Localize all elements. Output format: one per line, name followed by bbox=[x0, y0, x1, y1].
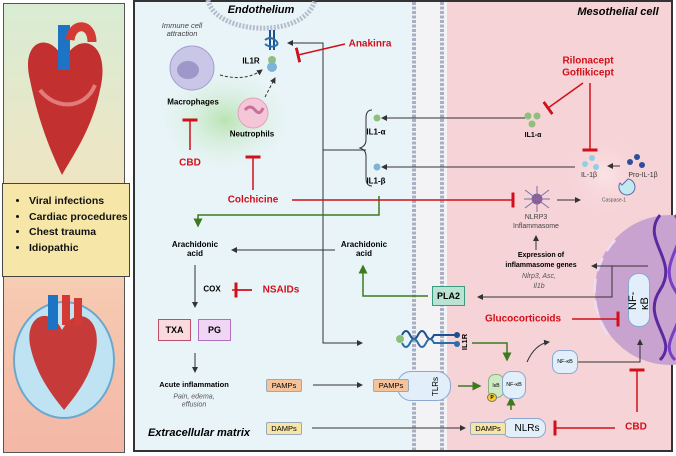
pamps-left-box: PAMPs bbox=[266, 379, 302, 392]
drug-nsaids: NSAIDs bbox=[262, 284, 300, 296]
region-mesothelial-cell: Mesothelial cell bbox=[577, 5, 659, 18]
pericardial-effusion-heart-icon bbox=[13, 295, 115, 419]
inflammasome-label: Inflammasome bbox=[513, 223, 559, 231]
drug-cbd-top: CBD bbox=[179, 157, 201, 169]
cause-item: Chest trauma bbox=[29, 225, 129, 241]
damps-left-box: DAMPs bbox=[266, 422, 302, 435]
pla2-box: PLA2 bbox=[432, 286, 465, 306]
il1b-cluster bbox=[582, 155, 599, 170]
expression-label-2: inflammasome genes bbox=[505, 262, 577, 270]
nlrs-receptor: NLRs bbox=[502, 418, 546, 438]
il1r-right-label: IL1R bbox=[459, 333, 469, 351]
heart-icon bbox=[27, 22, 103, 175]
nfkb-nucleus: NF-κB bbox=[627, 273, 651, 327]
cause-item: Viral infections bbox=[29, 194, 129, 210]
il1b-right-label: IL-1β bbox=[580, 172, 598, 180]
il1r-receptor-icon bbox=[264, 30, 279, 72]
neutrophils-label: Neutrophils bbox=[229, 129, 275, 139]
mesothelial-cell-region bbox=[413, 0, 673, 452]
drug-glucocorticoids: Glucocorticoids bbox=[484, 313, 562, 325]
acute-sub-label: Pain, edema, effusion bbox=[173, 393, 215, 408]
drug-rilonacept: Rilonacept bbox=[562, 55, 614, 67]
macrophages-label: Macrophages bbox=[167, 97, 219, 107]
genes-label-1: Nlrp3, Asc, bbox=[522, 273, 556, 281]
txa-box: TXA bbox=[158, 319, 191, 341]
il1a-left-label: IL1-α bbox=[366, 127, 386, 137]
phosphate-badge: P bbox=[487, 393, 497, 402]
arachidonic-right-label: Arachidonic acid bbox=[340, 240, 388, 258]
il1b-left-label: IL1-β bbox=[366, 176, 386, 186]
il1a-cluster bbox=[524, 112, 541, 128]
pamps-right-box: PAMPs bbox=[373, 379, 409, 392]
region-extracellular-matrix: Extracellular matrix bbox=[147, 426, 251, 439]
nlrp3-inflammasome-icon bbox=[524, 186, 550, 212]
causes-box: Viral infections Cardiac procedures Ches… bbox=[2, 183, 130, 277]
cause-item: Cardiac procedures bbox=[29, 210, 129, 226]
arachidonic-left-label: Arachidonic acid bbox=[171, 240, 219, 258]
genes-label-2: Il1b bbox=[533, 283, 545, 291]
expression-label-1: Expression of bbox=[517, 252, 565, 260]
nlrp3-label: NLRP3 bbox=[524, 214, 548, 222]
inflammasome-glow bbox=[560, 130, 650, 220]
heart-illustrations bbox=[13, 22, 115, 419]
pro-il1b-cluster bbox=[627, 154, 645, 168]
il1a-right-label: IL1-α bbox=[524, 132, 542, 140]
drug-colchicine: Colchicine bbox=[227, 194, 279, 206]
acute-inflammation-label: Acute inflammation bbox=[159, 379, 229, 389]
pro-il1b-label: Pro-IL-1β bbox=[628, 172, 658, 180]
il1r-top-label: IL1R bbox=[242, 56, 260, 66]
bracket bbox=[358, 109, 373, 187]
cause-item: Idiopathic bbox=[29, 241, 129, 257]
il1a-dot bbox=[373, 114, 381, 122]
region-endothelium: Endothelium bbox=[227, 3, 295, 16]
caspase-icon bbox=[618, 178, 636, 196]
immune-glow bbox=[150, 62, 300, 178]
il1r-membrane-icon bbox=[396, 330, 460, 348]
drug-goflikicept: Goflikicept bbox=[562, 67, 614, 79]
immune-attraction-label: Immune cell attraction bbox=[161, 20, 203, 38]
nfkb-bound: NF-κB bbox=[502, 371, 526, 399]
drug-anakinra: Anakinra bbox=[348, 38, 392, 50]
macrophage-icon bbox=[169, 45, 215, 91]
caspase-label: Caspase-1 bbox=[601, 197, 627, 204]
nfkb-free: NF-κB bbox=[552, 350, 578, 374]
cox-label: COX bbox=[203, 284, 221, 294]
il1b-dot bbox=[373, 163, 381, 171]
damps-right-box: DAMPs bbox=[470, 422, 506, 435]
drug-cbd-bottom: CBD bbox=[625, 421, 647, 433]
endothelium-membrane bbox=[205, 0, 318, 31]
tlrs-label: TLRs bbox=[431, 376, 441, 396]
pg-box: PG bbox=[198, 319, 231, 341]
neutrophil-icon bbox=[237, 97, 269, 129]
nfkb-nucleus-label: NF-κB bbox=[627, 291, 651, 310]
